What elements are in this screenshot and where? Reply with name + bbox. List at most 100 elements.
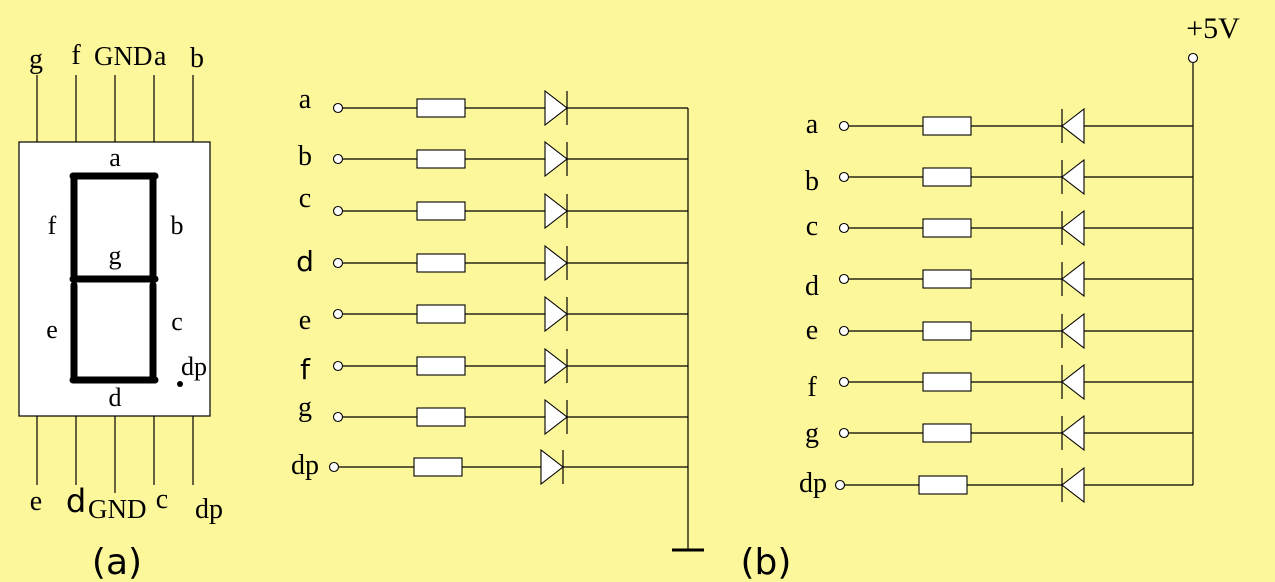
led-diode [544,244,568,282]
segment-label-b: b [171,211,184,240]
segment-label-c: c [171,307,183,336]
cc-row-label: d [296,245,314,278]
input-terminal [332,153,344,165]
top-pin-label-g: g [29,44,43,75]
bottom-pin-label-e: e [30,486,42,517]
led-diode [544,140,568,178]
supply-label: +5V [1186,12,1240,45]
ca-row-label: c [806,211,818,242]
resistor [416,407,466,427]
input-terminal [328,461,340,473]
resistor [416,149,466,169]
top-pin-label-a: a [154,41,167,72]
input-terminal [332,308,344,320]
led-diode [1061,260,1085,298]
cc-row-b: b [298,140,688,178]
cc-row-a: a [299,84,688,127]
input-terminal [838,273,850,285]
resistor [922,423,972,443]
led-diode [1061,466,1085,504]
cc-row-label: dp [291,450,319,481]
input-terminal [332,360,344,372]
ca-row-label: d [805,271,819,302]
led-diode [544,192,568,230]
cc-row-label: b [298,141,312,172]
resistor [922,218,972,238]
led-diode [544,89,568,127]
input-terminal [838,120,850,132]
segment-label-f: f [48,211,57,240]
ca-row-label: dp [799,468,827,499]
ca-row-f: f [807,363,1193,403]
bottom-pin-label-gnd: GND [88,494,147,524]
led-diode [544,295,568,333]
bottom-pin-label-d: d [66,482,86,520]
ca-row-label: e [806,315,818,346]
caption-b: (b) [741,542,792,582]
top-pin-label-b: b [190,43,204,74]
input-terminal [332,205,344,217]
segment-label-g: g [109,241,122,270]
led-diode [540,448,564,486]
cc-row-c: c [299,183,688,230]
ca-row-label: f [807,372,817,403]
cc-row-d: d [296,244,688,282]
resistor [416,201,466,221]
segment-label-e: e [46,315,58,344]
resistor [922,116,972,136]
supply-terminal [1187,52,1199,64]
input-terminal [838,325,850,337]
segment-label-a: a [109,143,121,172]
bottom-pin-label-c: c [156,484,168,515]
led-diode [544,347,568,385]
led-diode [1061,209,1085,247]
segment-label-d: d [109,383,122,412]
cc-row-label: g [298,392,312,423]
led-diode [1061,312,1085,350]
ca-row-label: b [805,166,819,197]
top-pin-label-f: f [71,40,81,71]
cc-row-f: f [300,347,688,386]
resistor [416,253,466,273]
ca-row-b: b [805,158,1193,197]
resistor [413,457,463,477]
cc-row-e: e [299,295,688,336]
top-pin-label-gnd: GND [94,41,153,71]
input-terminal [838,222,850,234]
led-diode [544,398,568,436]
ca-row-g: g [805,414,1193,452]
cc-row-label: e [299,305,311,336]
cc-row-dp: dp [291,448,688,486]
input-terminal [332,411,344,423]
resistor [918,475,968,495]
ca-row-c: c [806,209,1193,247]
resistor [922,372,972,392]
resistor [922,269,972,289]
cc-row-label: f [300,353,311,386]
ca-row-label: g [805,418,819,449]
input-terminal [838,427,850,439]
resistor [416,98,466,118]
led-diode [1061,107,1085,145]
input-terminal [834,479,846,491]
input-terminal [838,376,850,388]
resistor [416,356,466,376]
segment-label-dp: dp [181,352,207,381]
bottom-pin-label-dp: dp [195,494,223,525]
input-terminal [838,171,850,183]
caption-a: (a) [92,542,142,582]
resistor [416,304,466,324]
ca-row-d: d [805,260,1193,302]
input-terminal [332,102,344,114]
cc-row-g: g [298,392,688,436]
ca-row-label: a [806,109,819,140]
input-terminal [332,257,344,269]
resistor [922,321,972,341]
led-diode [1061,363,1085,401]
ca-row-a: a [806,107,1193,145]
resistor [922,167,972,187]
cc-row-label: c [299,183,311,214]
segments [69,172,159,384]
